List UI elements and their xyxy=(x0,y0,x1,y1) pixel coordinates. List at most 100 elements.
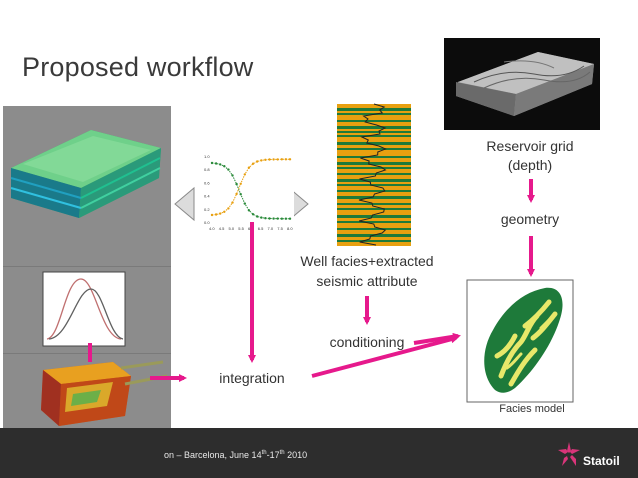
green-curve-point xyxy=(247,209,251,212)
x-tick-label: 8.0 xyxy=(287,226,293,231)
green-curve-point xyxy=(276,217,279,220)
green-curve-point xyxy=(214,162,218,165)
facies-band xyxy=(337,131,411,133)
green-curve-point xyxy=(280,217,283,220)
green-curve-point xyxy=(268,217,271,220)
x-tick-label: 5.0 xyxy=(229,226,235,231)
footer-bar xyxy=(0,428,638,478)
orange-curve-point xyxy=(260,159,263,162)
green-curve-point xyxy=(235,182,238,186)
orange-curve-point xyxy=(210,213,214,217)
geometry-label: geometry xyxy=(500,211,560,227)
integration-label: integration xyxy=(219,370,285,386)
facies-band xyxy=(337,221,411,223)
green-curve-point xyxy=(260,216,263,219)
facies-band xyxy=(337,208,411,210)
property-cube-image xyxy=(41,360,168,426)
x-tick-label: 7.5 xyxy=(277,226,283,231)
orange-curve-point xyxy=(243,173,246,176)
probability-curves-chart: 1.00.80.60.40.20.04.04.55.05.56.06.57.07… xyxy=(174,144,309,231)
orange-curve-point xyxy=(276,158,279,161)
y-tick-label: 0.0 xyxy=(204,220,210,225)
conditioning-label: conditioning xyxy=(329,334,405,350)
reservoir-grid-label: Reservoir grid xyxy=(486,138,574,154)
orange-curve-point xyxy=(219,212,222,215)
y-tick-label: 0.2 xyxy=(204,207,210,212)
facies-band xyxy=(337,173,411,175)
seismic-cube-image xyxy=(10,130,161,218)
facies-band xyxy=(337,196,411,199)
facies-band xyxy=(337,184,411,186)
left-arrow-icon xyxy=(174,186,195,222)
facies-band xyxy=(337,108,411,111)
green-curve-point xyxy=(288,217,292,220)
facies-band xyxy=(337,142,411,145)
seismic-cube-pane xyxy=(3,106,171,267)
x-tick-label: 5.5 xyxy=(238,226,244,231)
facies-band xyxy=(337,215,411,218)
orange-curve-point xyxy=(247,166,251,169)
orange-curve-point xyxy=(239,182,242,185)
y-tick-label: 0.8 xyxy=(204,167,210,172)
y-tick-label: 0.4 xyxy=(204,194,210,199)
orange-curve-point xyxy=(214,213,218,216)
facies-band xyxy=(337,162,411,165)
facies-band xyxy=(337,228,411,230)
facies-band xyxy=(337,148,411,150)
facies-band xyxy=(337,156,411,158)
x-tick-label: 6.5 xyxy=(258,226,264,231)
orange-curve-point xyxy=(284,158,288,161)
facies-band xyxy=(337,179,411,182)
orange-curve-point xyxy=(280,158,283,161)
orange-curve-point xyxy=(256,160,259,163)
facies-band xyxy=(337,120,411,122)
slide-title: Proposed workflow xyxy=(22,52,254,82)
statoil-logo-text: Statoil xyxy=(583,454,620,468)
orange-curve-point xyxy=(272,158,275,161)
green-curve-point xyxy=(264,217,267,220)
orange-curve-point xyxy=(268,158,271,161)
orange-curve-point xyxy=(231,201,234,204)
integration-to-model-arrow xyxy=(311,335,459,378)
facies-band xyxy=(337,126,411,129)
y-tick-label: 1.0 xyxy=(204,154,210,159)
green-curve-point xyxy=(239,193,242,196)
green-curve-point xyxy=(284,217,288,220)
green-curve-point xyxy=(251,213,255,216)
facies-band xyxy=(337,190,411,192)
reservoir-grid-depth-label: (depth) xyxy=(507,157,553,173)
green-curve-point xyxy=(272,217,275,220)
orange-curve-point xyxy=(264,158,267,161)
orange-curve-point xyxy=(288,158,292,161)
property-cube-pane xyxy=(3,354,171,429)
facies-band xyxy=(337,240,411,242)
facies-model-label: Facies model xyxy=(499,403,565,415)
left-image-panel xyxy=(3,106,171,429)
orange-curve-point xyxy=(227,207,230,210)
y-tick-label: 0.6 xyxy=(204,180,210,185)
green-curve-point xyxy=(256,215,259,218)
green-curve-point xyxy=(210,161,214,165)
orange-curve-point xyxy=(235,192,238,196)
facies-band xyxy=(337,167,411,169)
distribution-pane xyxy=(3,267,171,354)
x-tick-label: 4.5 xyxy=(219,226,225,231)
green-curve-point xyxy=(223,165,226,168)
green-curve-point xyxy=(219,163,222,166)
green-curve-point xyxy=(227,168,230,171)
seismic-attribute-label: seismic attribute xyxy=(316,273,418,289)
facies-band xyxy=(337,203,411,205)
facies-band xyxy=(337,135,411,137)
distribution-plot xyxy=(42,271,126,347)
green-curve-point xyxy=(243,202,246,205)
well-facies-log xyxy=(337,103,411,246)
green-curve-point xyxy=(231,174,234,177)
x-tick-label: 7.0 xyxy=(268,226,274,231)
orange-curve-point xyxy=(223,210,226,213)
orange-curve-point xyxy=(251,162,255,165)
x-tick-label: 4.0 xyxy=(209,226,215,231)
footer-text: on – Barcelona, June 14th-17th 2010 xyxy=(164,450,308,460)
reservoir-grid-image xyxy=(444,38,600,130)
facies-model-map xyxy=(466,279,574,403)
